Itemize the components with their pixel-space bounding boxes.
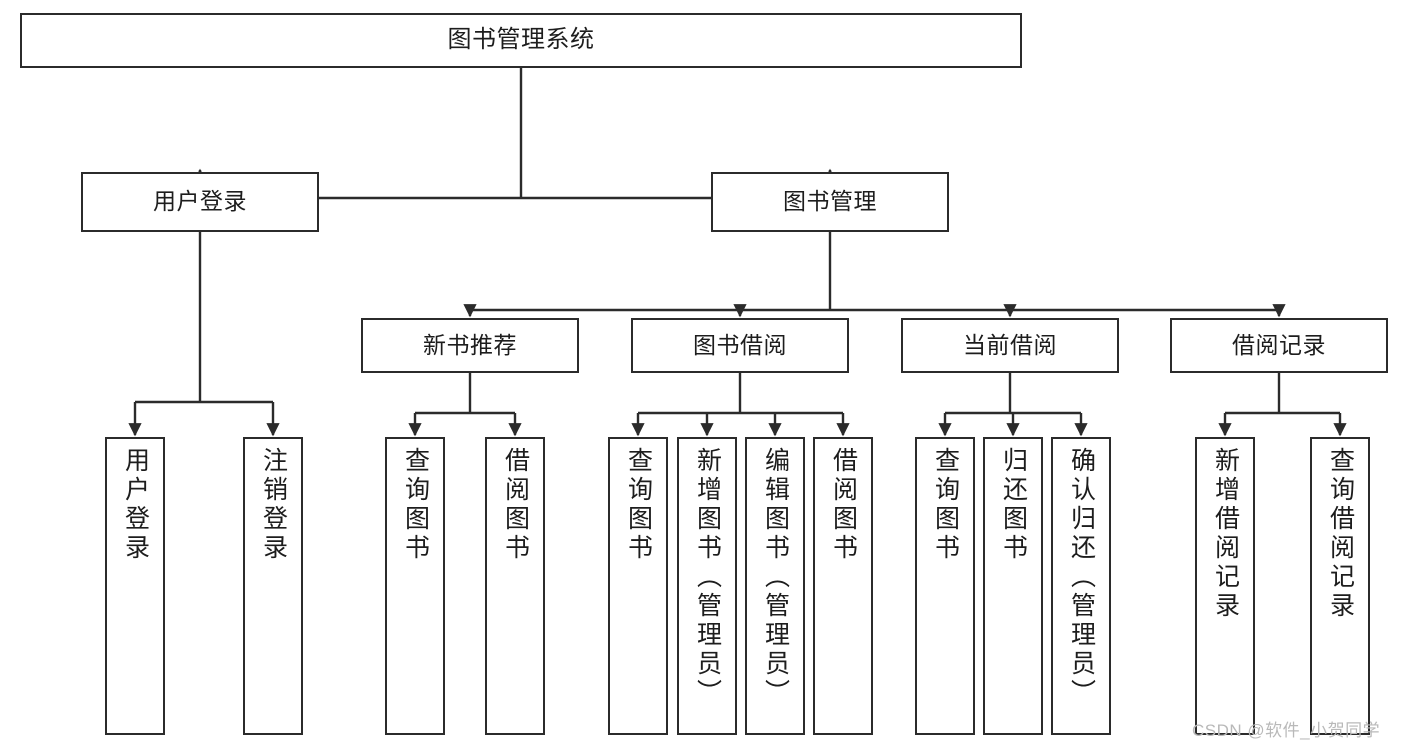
node-leaf-borrow-book-2[interactable]: 借阅图书 <box>813 437 873 735</box>
node-leaf-borrow-book-1-label: 借阅图书 <box>501 447 530 563</box>
node-leaf-query-record-label: 查询借阅记录 <box>1326 447 1355 621</box>
node-leaf-query-book-1-label: 查询图书 <box>401 447 430 563</box>
node-book-manage[interactable]: 图书管理 <box>711 172 949 232</box>
node-leaf-add-record-label: 新增借阅记录 <box>1211 447 1240 621</box>
node-leaf-edit-book-label: 编辑图书（管理员） <box>761 447 790 708</box>
node-leaf-user-logout-label: 注销登录 <box>259 447 288 563</box>
node-borrow-record-label: 借阅记录 <box>1232 331 1326 358</box>
node-root[interactable]: 图书管理系统 <box>20 13 1022 68</box>
node-leaf-borrow-book-1[interactable]: 借阅图书 <box>485 437 545 735</box>
node-leaf-query-book-3[interactable]: 查询图书 <box>915 437 975 735</box>
node-leaf-query-record[interactable]: 查询借阅记录 <box>1310 437 1370 735</box>
node-leaf-confirm-return[interactable]: 确认归还（管理员） <box>1051 437 1111 735</box>
node-leaf-query-book-2-label: 查询图书 <box>624 447 653 563</box>
node-book-manage-label: 图书管理 <box>783 188 877 215</box>
node-leaf-user-login[interactable]: 用户登录 <box>105 437 165 735</box>
node-leaf-query-book-2[interactable]: 查询图书 <box>608 437 668 735</box>
node-leaf-confirm-return-label: 确认归还（管理员） <box>1067 447 1096 708</box>
node-leaf-return-book-label: 归还图书 <box>999 447 1028 563</box>
node-user-login[interactable]: 用户登录 <box>81 172 319 232</box>
csdn-watermark: CSDN @软件_小贺同学 <box>1192 721 1381 740</box>
node-leaf-query-book-3-label: 查询图书 <box>931 447 960 563</box>
node-new-book-recommend[interactable]: 新书推荐 <box>361 318 579 373</box>
node-book-borrow-label: 图书借阅 <box>693 331 787 358</box>
node-leaf-add-book-label: 新增图书（管理员） <box>693 447 722 708</box>
node-leaf-add-book[interactable]: 新增图书（管理员） <box>677 437 737 735</box>
node-leaf-return-book[interactable]: 归还图书 <box>983 437 1043 735</box>
node-new-book-recommend-label: 新书推荐 <box>423 331 517 358</box>
node-user-login-label: 用户登录 <box>153 188 247 215</box>
node-leaf-edit-book[interactable]: 编辑图书（管理员） <box>745 437 805 735</box>
node-leaf-borrow-book-2-label: 借阅图书 <box>829 447 858 563</box>
node-leaf-user-login-label: 用户登录 <box>121 447 150 563</box>
node-current-borrow[interactable]: 当前借阅 <box>901 318 1119 373</box>
node-book-borrow[interactable]: 图书借阅 <box>631 318 849 373</box>
node-borrow-record[interactable]: 借阅记录 <box>1170 318 1388 373</box>
node-current-borrow-label: 当前借阅 <box>963 331 1057 358</box>
node-leaf-user-logout[interactable]: 注销登录 <box>243 437 303 735</box>
node-leaf-query-book-1[interactable]: 查询图书 <box>385 437 445 735</box>
node-leaf-add-record[interactable]: 新增借阅记录 <box>1195 437 1255 735</box>
node-root-label: 图书管理系统 <box>447 26 595 54</box>
